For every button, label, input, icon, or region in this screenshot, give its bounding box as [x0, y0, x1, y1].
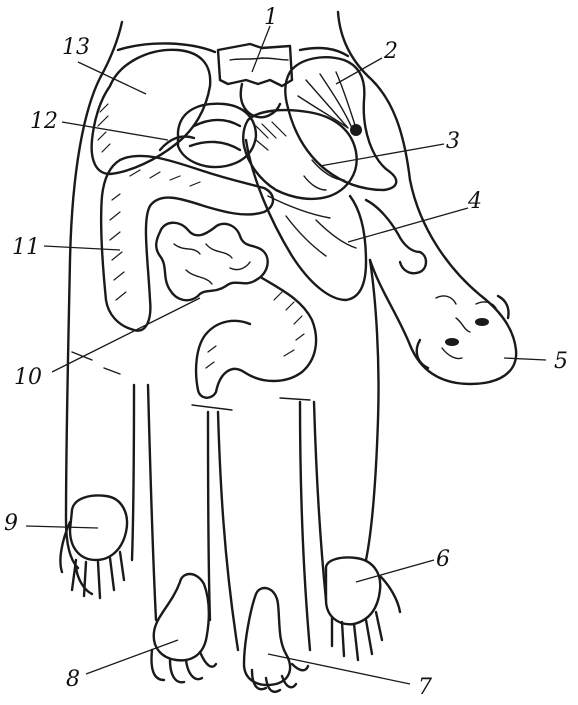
label-2: 2	[383, 39, 398, 64]
large-intestine	[100, 154, 275, 332]
stomach	[242, 108, 358, 201]
right-lung	[90, 48, 212, 176]
little-finger-hand	[59, 494, 129, 600]
label-12: 12	[30, 109, 58, 134]
label-4: 4	[467, 189, 482, 214]
rectum	[194, 276, 318, 399]
small-intestine	[155, 221, 269, 302]
hand-outline	[64, 10, 518, 652]
label-13: 13	[62, 35, 90, 60]
label-5: 5	[554, 349, 568, 374]
label-6: 6	[436, 547, 450, 572]
leader-lines	[25, 25, 547, 685]
label-10: 10	[14, 365, 42, 390]
left-lung	[284, 56, 398, 192]
label-3: 3	[446, 129, 460, 154]
label-11: 11	[12, 235, 40, 260]
index-finger-hand	[324, 556, 402, 662]
ring-finger-foot	[150, 572, 218, 684]
thumb-face	[415, 294, 510, 370]
middle-finger-foot	[242, 586, 310, 693]
thyroid	[216, 42, 294, 119]
label-8: 8	[66, 667, 80, 692]
liver	[244, 138, 428, 302]
heart	[158, 102, 258, 169]
label-1: 1	[264, 5, 278, 30]
label-7: 7	[418, 675, 432, 700]
label-9: 9	[4, 511, 18, 536]
labels: 1 2 3 4 5 6 7 8 9 10 11 12 13	[4, 5, 568, 700]
